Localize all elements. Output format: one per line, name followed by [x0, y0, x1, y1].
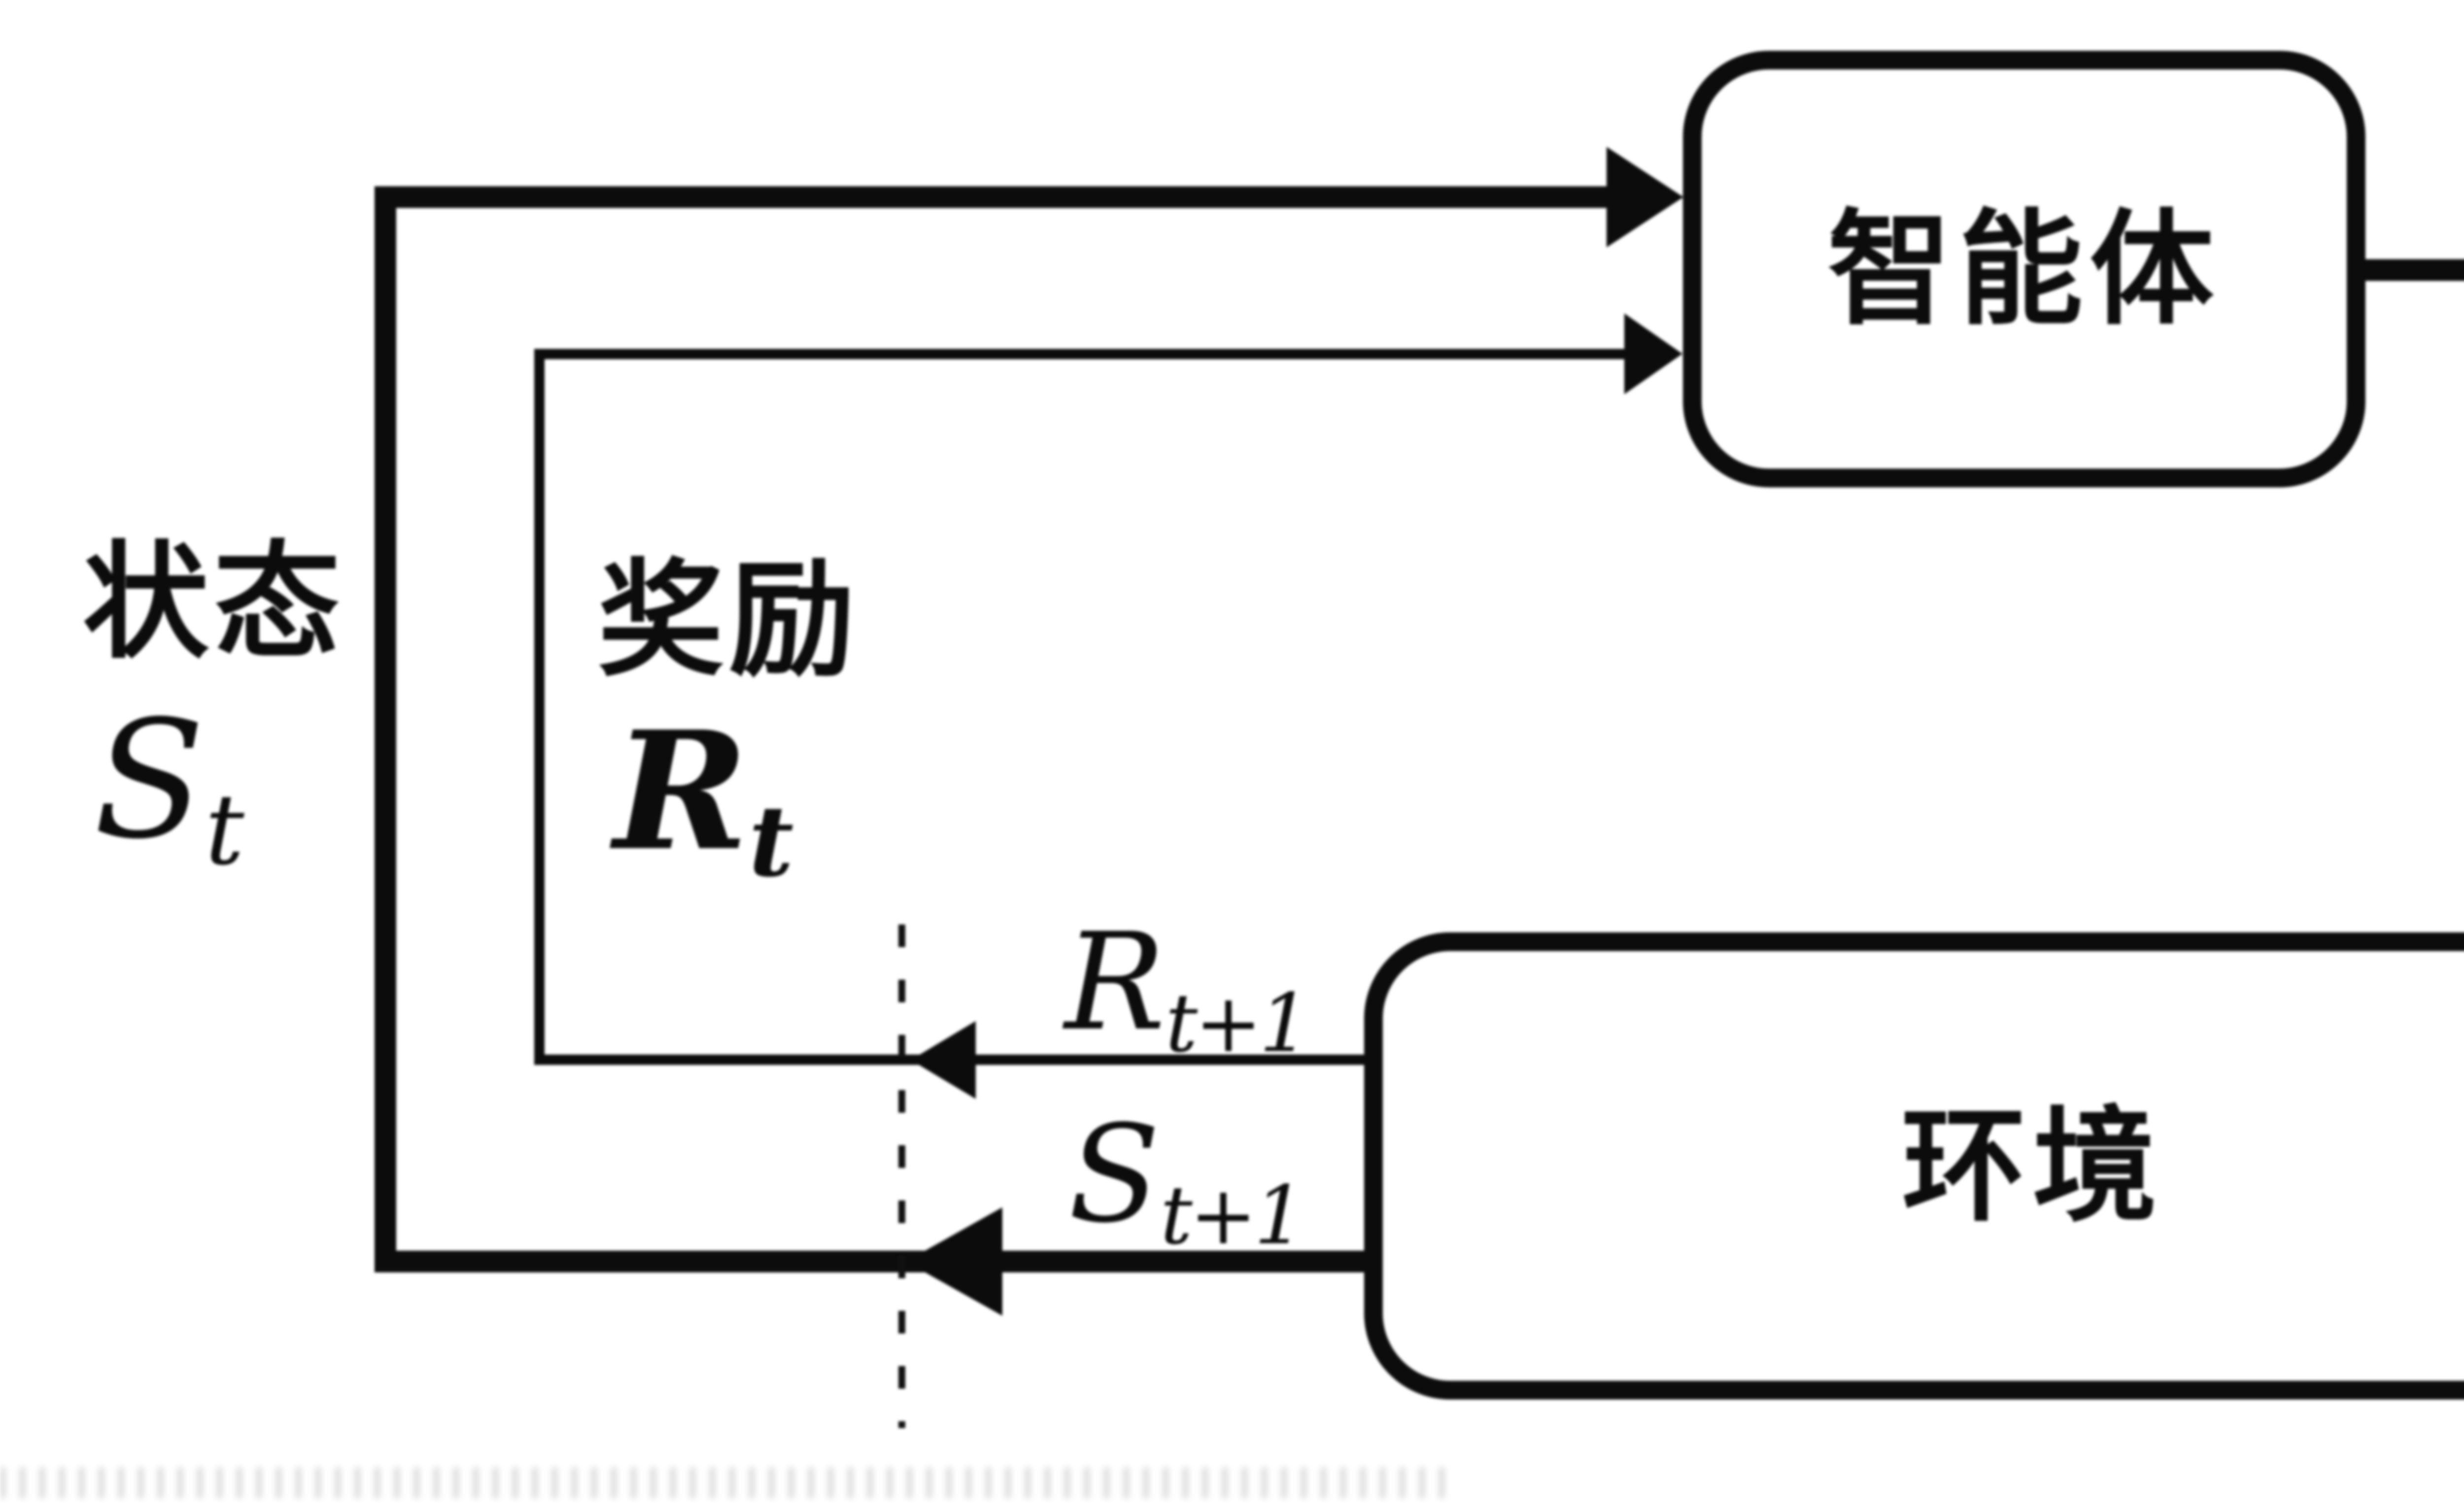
agent-box: 智能体: [1683, 51, 2365, 487]
next-reward-symbol: Rt+1: [1064, 905, 1310, 1070]
reward-symbol: Rt: [614, 695, 794, 899]
time-step-boundary-dashed-line: [898, 924, 905, 1428]
action-from-agent-line: [2361, 259, 2464, 281]
next-state-symbol: St+1: [1068, 1097, 1305, 1263]
environment-box: 环境: [1364, 932, 2464, 1400]
environment-box-label: 环境: [1901, 1093, 2164, 1239]
cropped-caption-fragment: [0, 1468, 1449, 1498]
reward-to-agent-line: [534, 349, 1627, 359]
agent-box-label: 智能体: [1827, 196, 2221, 342]
state-caption: 状态: [83, 528, 345, 676]
state-symbol: St: [94, 685, 244, 887]
state-to-agent-line: [375, 186, 1609, 208]
next-state-from-env-line: [375, 1251, 1365, 1272]
reward-caption: 奖励: [598, 546, 860, 694]
next-state-arrowhead: [906, 1207, 1002, 1316]
reward-to-agent-arrowhead: [1624, 313, 1682, 394]
reward-flow-vertical-line: [534, 349, 545, 1065]
state-flow-vertical-line: [375, 186, 396, 1272]
next-reward-arrowhead: [911, 1021, 976, 1099]
state-to-agent-arrowhead: [1607, 147, 1683, 247]
